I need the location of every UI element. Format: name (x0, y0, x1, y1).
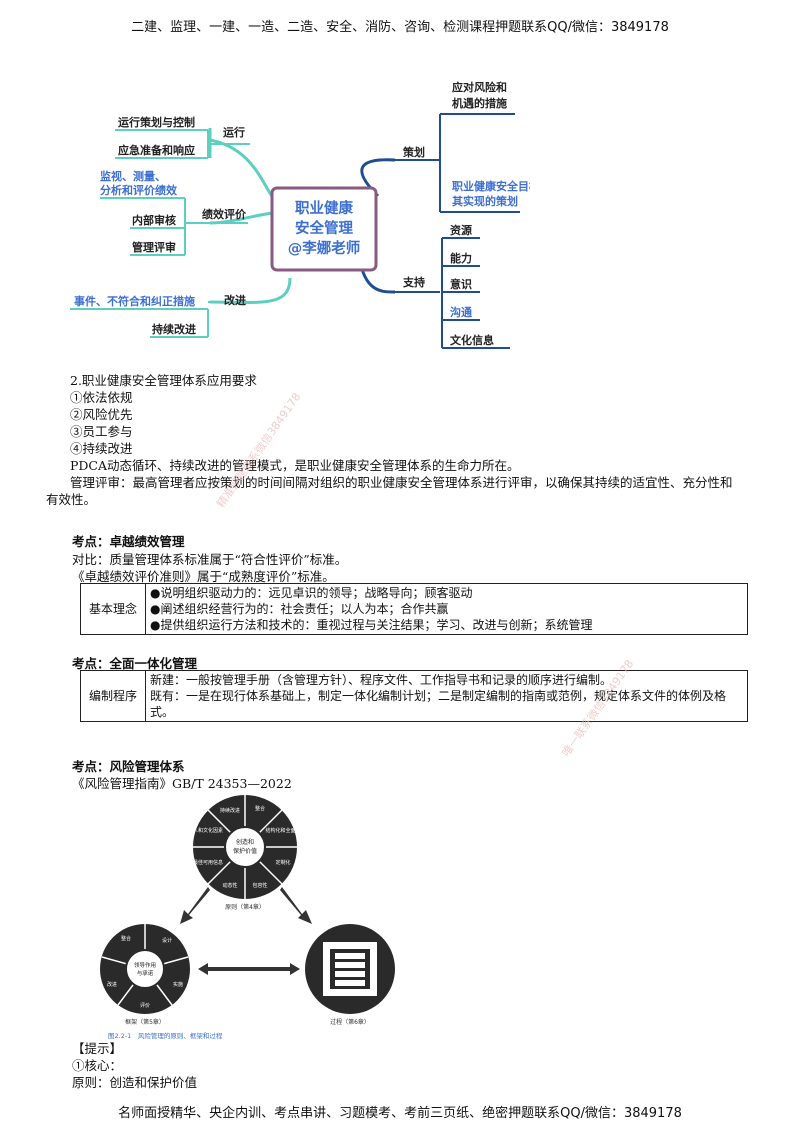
framework-segment: 评价 (140, 1002, 150, 1009)
gaijin-item-1: 事件、不符合和纠正措施 (74, 294, 195, 308)
tips-block: 【提示】 ①核心： 原则：创造和保护价值 (72, 1040, 197, 1091)
table-content: ●说明组织驱动力的：远见卓识的领导；战略导向；顾客驱动 ●阐述组织经营行为的：社… (145, 583, 748, 635)
mind-map-diagram: 职业健康 安全管理 @李娜老师 运行 运行策划与控制 应急准备和响应 绩效评价 … (70, 80, 530, 349)
zhichi-item-3: 意识 (450, 277, 472, 291)
principle-segment: 动态性 (222, 882, 237, 889)
table-row: ●说明组织驱动力的：远见卓识的领导；战略导向；顾客驱动 (150, 586, 473, 600)
requirement-item: ①依法依规 (70, 390, 133, 405)
principles-center-1: 创造和 (236, 838, 254, 846)
table-content: 新建：一般按管理手册（含管理方针）、程序文件、工作指导书和记录的顺序进行编制。 … (145, 670, 748, 722)
review-paragraph-2: 有效性。 (46, 492, 97, 507)
table-label: 编制程序 (80, 670, 146, 722)
kaodian-excellence-line-2: 《卓越绩效评价准则》属于“成熟度评价”标准。 (72, 569, 335, 584)
framework-wheel: 领导作用 与承诺 整合 设计 实施 评价 改进 框架（第5章） (100, 924, 190, 1026)
branch-gaijin: 改进 (224, 293, 246, 307)
integration-procedure-table: 编制程序 新建：一般按管理手册（含管理方针）、程序文件、工作指导书和记录的顺序进… (80, 670, 748, 722)
jixiao-item-3: 管理评审 (132, 240, 176, 254)
requirement-item: ④持续改进 (70, 441, 133, 456)
center-line-3: @李娜老师 (288, 239, 361, 257)
jixiao-item-2: 内部审核 (132, 213, 176, 227)
process-caption: 过程（第6章） (330, 1018, 370, 1026)
framework-segment: 设计 (162, 937, 172, 944)
zhichi-item-2: 能力 (450, 251, 472, 265)
yunxing-item-2: 应急准备和响应 (118, 143, 195, 157)
branch-zhichi: 支持 (402, 275, 425, 289)
excellence-concept-table: 基本理念 ●说明组织驱动力的：远见卓识的领导；战略导向；顾客驱动 ●阐述组织经营… (80, 583, 748, 635)
principle-segment: 包容性 (252, 882, 267, 889)
jixiao-item-1b: 分析和评价绩效 (100, 183, 178, 197)
branch-jixiao: 绩效评价 (202, 207, 247, 221)
gaijin-item-2: 持续改进 (152, 322, 196, 336)
cehua-item-2a: 职业健康安全目标及 (452, 179, 530, 193)
tips-line: 原则：创造和保护价值 (72, 1075, 198, 1090)
page-header: 二建、监理、一建、一造、二造、安全、消防、咨询、检测课程押题联系QQ/微信：38… (131, 20, 669, 35)
table-row: 新建：一般按管理手册（含管理方针）、程序文件、工作指导书和记录的顺序进行编制。 (150, 673, 613, 687)
framework-center-2: 与承诺 (137, 969, 154, 977)
framework-segment: 改进 (107, 981, 117, 988)
center-line-1: 职业健康 (295, 199, 353, 217)
risk-management-figure: 创造和 保护价值 持续改进 整合 结构化和全面性 定制化 包容性 动态性 最佳可… (100, 795, 395, 1040)
principle-segment: 最佳可用信息 (193, 859, 223, 866)
kaodian-integration-title: 考点：全面一体化管理 (72, 656, 198, 671)
table-label: 基本理念 (80, 583, 146, 635)
principles-caption: 原则（第4章） (225, 903, 265, 911)
principles-center-2: 保护价值 (233, 847, 257, 855)
requirements-heading: 2.职业健康安全管理体系应用要求 (70, 373, 257, 388)
cycle-arrows (180, 887, 312, 975)
pdca-paragraph: PDCA动态循环、持续改进的管理模式，是职业健康安全管理体系的生命力所在。 (70, 458, 520, 473)
review-paragraph-1: 管理评审：最高管理者应按策划的时间间隔对组织的职业健康安全管理体系进行评审，以确… (70, 475, 733, 490)
principle-segment: 人和文化因素 (193, 827, 223, 834)
zhichi-item-1: 资源 (450, 223, 472, 237)
principle-segment: 结构化和全面性 (265, 827, 300, 834)
jixiao-item-1a: 监视、测量、 (100, 169, 166, 183)
principle-segment: 持续改进 (220, 807, 240, 814)
section-requirements: 2.职业健康安全管理体系应用要求 ①依法依规 ②风险优先 ③员工参与 ④持续改进… (46, 372, 760, 508)
principle-segment: 定制化 (275, 859, 290, 866)
kaodian-excellence-title: 考点：卓越绩效管理 (72, 534, 185, 549)
framework-caption: 框架（第5章） (125, 1018, 165, 1026)
figure-caption: 图2.2-1 风险管理的原则、框架和过程 (108, 1031, 223, 1040)
zhichi-item-5: 文化信息 (450, 333, 494, 347)
tips-heading: 【提示】 (72, 1041, 123, 1056)
requirement-item: ②风险优先 (70, 407, 133, 422)
process-wheel: 过程（第6章） (305, 924, 395, 1026)
principle-segment: 整合 (255, 805, 265, 812)
table-row: ●阐述组织经营行为的：社会责任；以人为本；合作共赢 (150, 602, 449, 616)
table-row: ●提供组织运行方法和技术的：重视过程与关注结果；学习、改进与创新；系统管理 (150, 618, 593, 632)
requirement-item: ③员工参与 (70, 424, 133, 439)
cehua-item-1b: 机遇的措施 (452, 96, 507, 110)
kaodian-excellence-line-1: 对比：质量管理体系标准属于“符合性评价”标准。 (72, 552, 348, 567)
branch-yunxing: 运行 (223, 125, 245, 139)
yunxing-item-1: 运行策划与控制 (118, 115, 195, 129)
principles-wheel: 创造和 保护价值 持续改进 整合 结构化和全面性 定制化 包容性 动态性 最佳可… (193, 795, 301, 911)
mind-map-center-box (270, 186, 378, 272)
table-row: 既有：一是在现行体系基础上，制定一体化编制计划；二是制定编制的指南或范例，规定体… (150, 689, 727, 719)
center-line-2: 安全管理 (295, 219, 353, 237)
framework-segment: 整合 (121, 935, 131, 942)
zhichi-item-4: 沟通 (450, 305, 472, 319)
cehua-item-1a: 应对风险和 (452, 80, 507, 94)
kaodian-risk-standard: 《风险管理指南》GB/T 24353—2022 (72, 776, 292, 791)
cehua-item-2b: 其实现的策划 (452, 194, 518, 208)
tips-line: ①核心： (72, 1058, 123, 1073)
kaodian-risk-title: 考点：风险管理体系 (72, 759, 185, 774)
page-footer: 名师面授精华、央企内训、考点串讲、习题模考、考前三页纸、绝密押题联系QQ/微信：… (118, 1106, 682, 1121)
framework-center-1: 领导作用 (134, 961, 156, 969)
framework-segment: 实施 (173, 981, 183, 988)
branch-cehua: 策划 (402, 145, 425, 159)
